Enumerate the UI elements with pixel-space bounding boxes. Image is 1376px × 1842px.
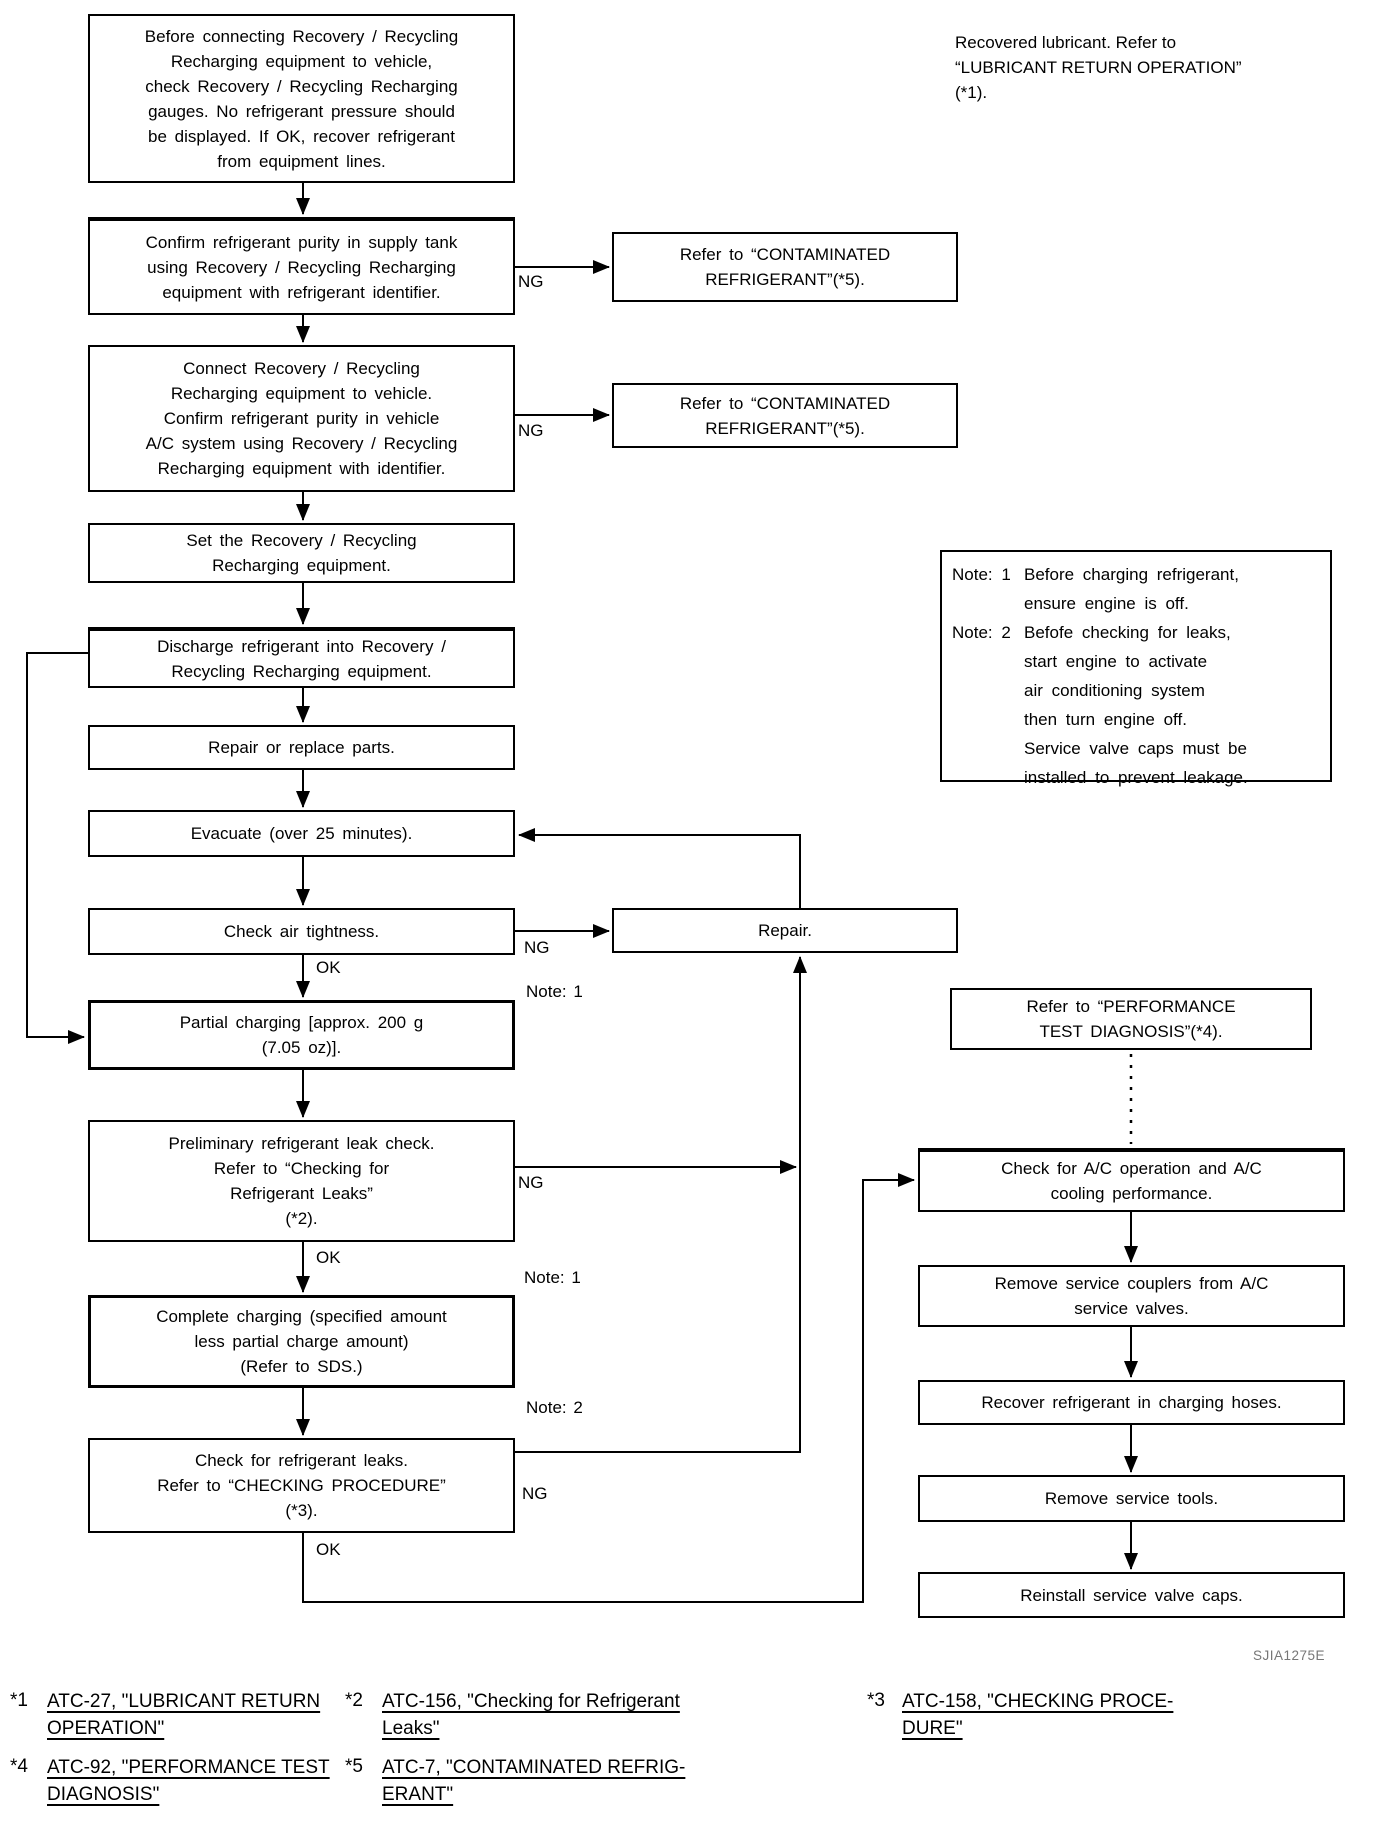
figure-code: SJIA1275E: [1253, 1648, 1326, 1663]
flow-box-check-refrigerant-leaks: Check for refrigerant leaks. Refer to “C…: [88, 1438, 515, 1533]
flow-box-preliminary-leak-check: Preliminary refrigerant leak check. Refe…: [88, 1120, 515, 1242]
flow-box-connect-equipment: Connect Recovery / Recycling Recharging …: [88, 345, 515, 492]
flow-box-partial-charging: Partial charging [approx. 200 g (7.05 oz…: [88, 1000, 515, 1070]
flow-box-check-ac-operation: Check for A/C operation and A/C cooling …: [918, 1148, 1345, 1212]
note-2-label: Note: 2: [952, 623, 1011, 642]
note-2-text: Befofe checking for leaks, start engine …: [1024, 623, 1248, 787]
footnote-5-num: *5: [345, 1756, 363, 1777]
edge-label-ng-5: NG: [522, 1484, 548, 1503]
arrow-leakcheck-ok-to-ac-check: [302, 1173, 915, 1603]
footnote-3-link[interactable]: ATC-158, "CHECKING PROCE- DURE": [902, 1691, 1174, 1739]
edge-label-note-1b: Note: 1: [524, 1268, 581, 1287]
recovered-lubricant-note: Recovered lubricant. Refer to “LUBRICANT…: [955, 33, 1242, 102]
note-item-1: Note: 1 Before charging refrigerant, ens…: [952, 560, 1324, 618]
footnote-2-link[interactable]: ATC-156, "Checking for Refrigerant Leaks…: [382, 1691, 680, 1739]
flow-box-discharge-refrigerant: Discharge refrigerant into Recovery / Re…: [88, 627, 515, 688]
flow-box-recover-refrigerant-hoses: Recover refrigerant in charging hoses.: [918, 1380, 1345, 1425]
edge-label-ng-3: NG: [524, 938, 550, 957]
note-item-2: Note: 2 Befofe checking for leaks, start…: [952, 618, 1324, 792]
flow-box-complete-charging: Complete charging (specified amount less…: [88, 1295, 515, 1388]
footnote-5-link[interactable]: ATC-7, "CONTAMINATED REFRIG- ERANT": [382, 1757, 686, 1805]
flow-box-set-equipment: Set the Recovery / Recycling Recharging …: [88, 523, 515, 583]
flow-box-remove-service-tools: Remove service tools.: [918, 1475, 1345, 1522]
flow-box-performance-test-diagnosis: Refer to “PERFORMANCE TEST DIAGNOSIS”(*4…: [950, 988, 1312, 1050]
flow-box-remove-service-couplers: Remove service couplers from A/C service…: [918, 1265, 1345, 1327]
arrow-repair-to-evacuate: [518, 828, 801, 908]
footnote-4-link[interactable]: ATC-92, "PERFORMANCE TEST DIAGNOSIS": [47, 1757, 330, 1805]
flow-box-check-air-tightness: Check air tightness.: [88, 908, 515, 955]
edge-label-ok-3: OK: [316, 1540, 341, 1559]
footnote-1-link[interactable]: ATC-27, "LUBRICANT RETURN OPERATION": [47, 1691, 321, 1739]
flow-box-repair: Repair.: [612, 908, 958, 953]
edge-label-ng-2: NG: [518, 421, 544, 440]
edge-label-note-1a: Note: 1: [526, 982, 583, 1001]
flow-box-repair-or-replace: Repair or replace parts.: [88, 725, 515, 770]
footnote-3-num: *3: [867, 1690, 885, 1711]
note-1-label: Note: 1: [952, 565, 1011, 584]
flow-box-contaminated-refrigerant-1: Refer to “CONTAMINATED REFRIGERANT”(*5).: [612, 232, 958, 302]
note-1-text: Before charging refrigerant, ensure engi…: [1024, 565, 1239, 613]
flow-box-evacuate: Evacuate (over 25 minutes).: [88, 810, 515, 857]
edge-label-ng-4: NG: [518, 1173, 544, 1192]
edge-label-note-2: Note: 2: [526, 1398, 583, 1417]
flow-box-contaminated-refrigerant-2: Refer to “CONTAMINATED REFRIGERANT”(*5).: [612, 383, 958, 448]
edge-label-ng-1: NG: [518, 272, 544, 291]
flow-box-confirm-purity-supply-tank: Confirm refrigerant purity in supply tan…: [88, 217, 515, 315]
edge-label-ok-1: OK: [316, 958, 341, 977]
arrow-discharge-bypass-to-partial: [26, 652, 88, 1044]
footnote-4-num: *4: [10, 1756, 28, 1777]
arrow-ng-leakcheck-to-repair: [515, 956, 807, 1453]
footnote-1-num: *1: [10, 1690, 28, 1711]
edge-label-ok-2: OK: [316, 1248, 341, 1267]
footnote-2-num: *2: [345, 1690, 363, 1711]
flow-box-reinstall-valve-caps: Reinstall service valve caps.: [918, 1572, 1345, 1618]
notes-panel: Note: 1 Before charging refrigerant, ens…: [940, 550, 1332, 787]
flow-box-before-connecting: Before connecting Recovery / Recycling R…: [88, 14, 515, 183]
